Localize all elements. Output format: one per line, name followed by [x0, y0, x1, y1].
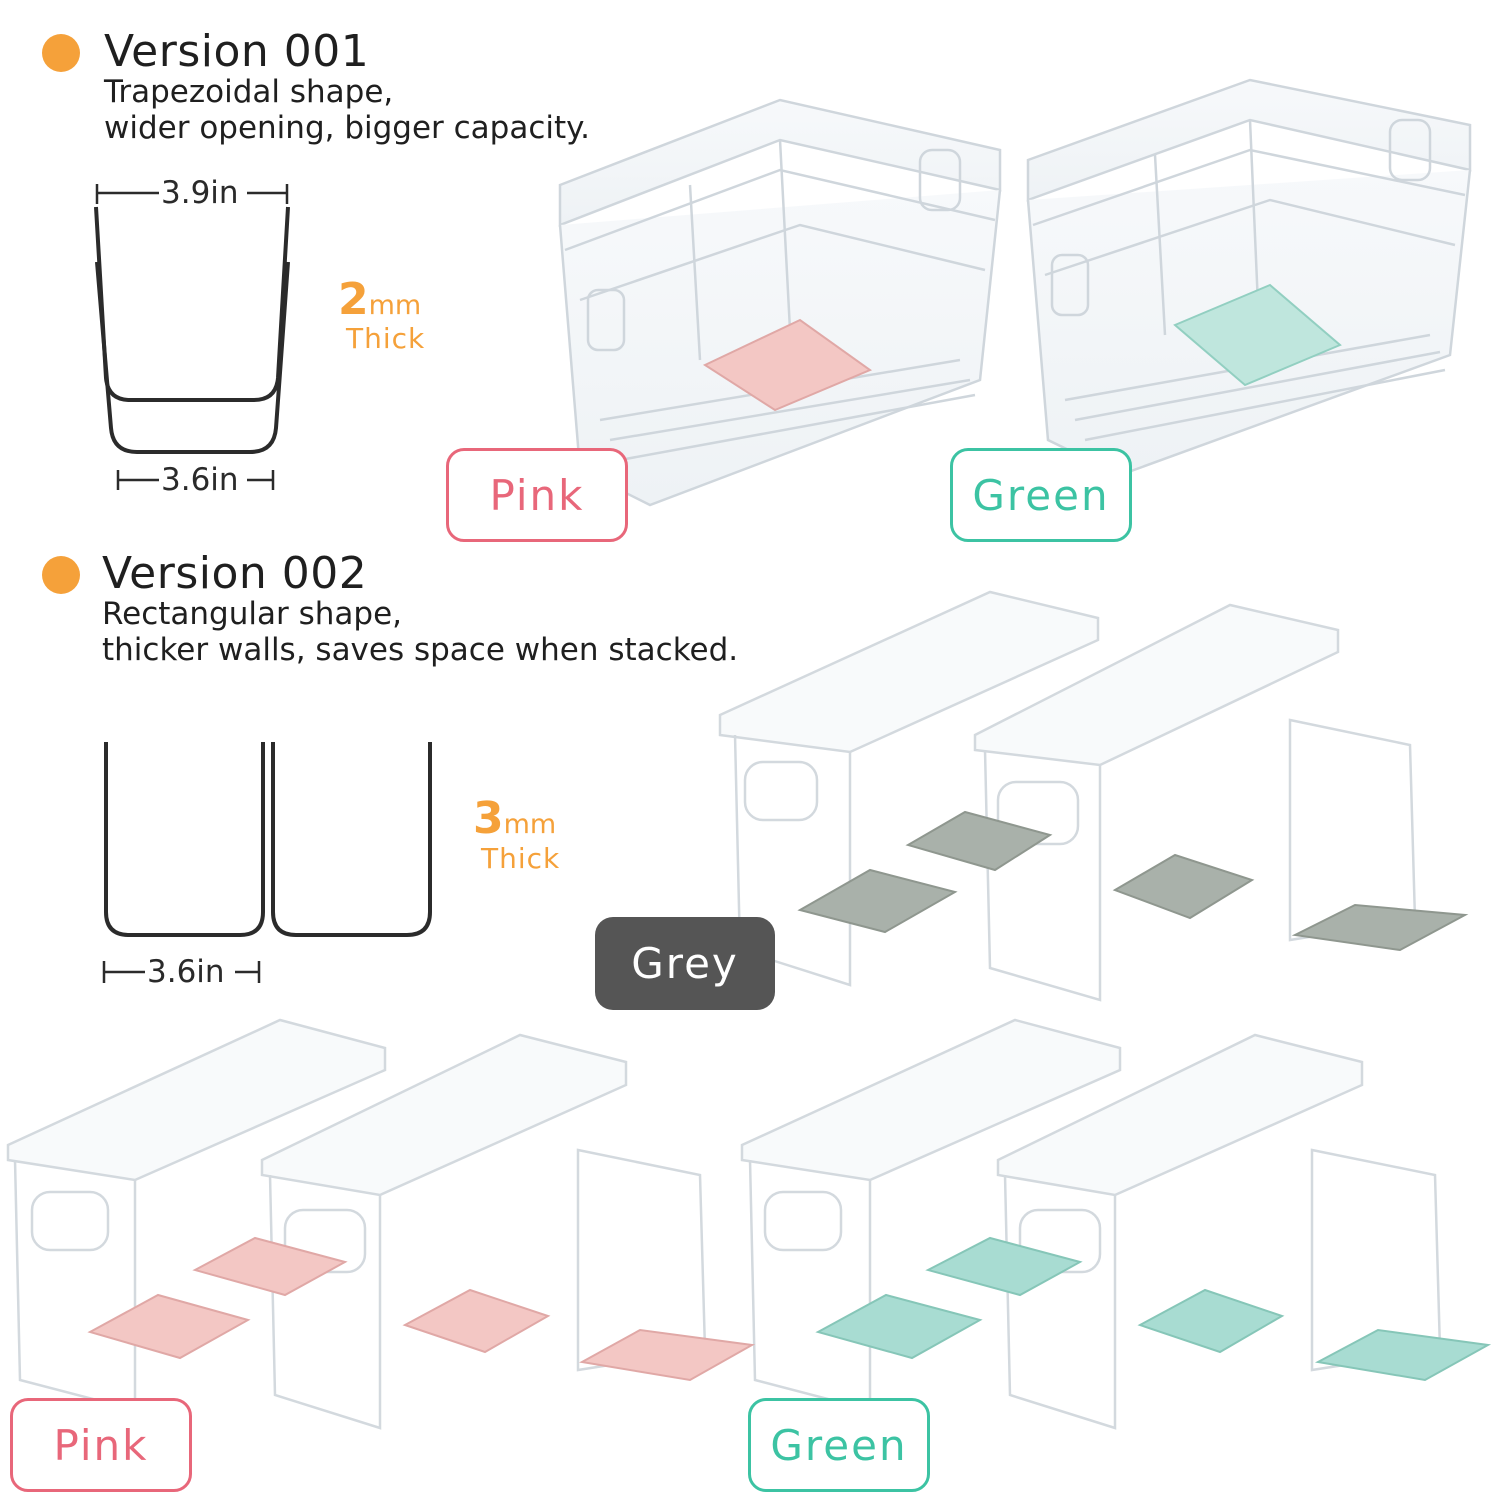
- v2-green-bin-set: [740, 1018, 1442, 1430]
- v2-green-pad-3: [1137, 1288, 1285, 1354]
- version-001-desc-line2: wider opening, bigger capacity.: [104, 110, 590, 146]
- version-001-bullet-icon: [42, 34, 80, 72]
- version-001-desc-line1: Trapezoidal shape,: [104, 74, 394, 110]
- thickness-v2-number: 3: [473, 793, 504, 844]
- v2-grey-pad-4: [1291, 903, 1469, 952]
- v1-pink-tag: Pink: [446, 448, 628, 542]
- bottom-width-label-v2: 3.6in: [145, 954, 227, 990]
- thickness-v1-word: Thick: [346, 322, 426, 355]
- bottom-width-label-v1: 3.6in: [159, 462, 241, 498]
- v2-green-pad-2: [925, 1236, 1083, 1297]
- thickness-v1-number: 2: [338, 274, 369, 325]
- v2-green-tag: Green: [748, 1398, 930, 1492]
- version-001-title: Version 001: [104, 26, 370, 77]
- v1-green-pad: [1173, 283, 1342, 387]
- thickness-v1: 2mm: [338, 278, 421, 322]
- version-002-desc-line1: Rectangular shape,: [102, 596, 402, 632]
- thickness-v2-unit: mm: [503, 809, 557, 840]
- v2-pink-pad-4: [578, 1328, 756, 1382]
- version-002-title: Version 002: [102, 548, 368, 599]
- v1-green-tag: Green: [950, 448, 1132, 542]
- v2-grey-pad-1: [797, 868, 958, 934]
- v1-pink-pad: [702, 318, 873, 412]
- v2-pink-pad-2: [192, 1236, 348, 1297]
- v2-grey-bin-set: [718, 590, 1417, 1002]
- v2-grey-tag: Grey: [595, 917, 775, 1010]
- version-002-bullet-icon: [42, 556, 80, 594]
- thickness-v2-word: Thick: [481, 842, 561, 875]
- thickness-v2: 3mm: [473, 797, 556, 841]
- v2-green-pad-1: [815, 1293, 983, 1360]
- v2-pink-bin-set: [6, 1018, 707, 1430]
- v2-pink-pad-1: [87, 1293, 251, 1360]
- top-width-label: 3.9in: [159, 175, 241, 211]
- v2-grey-pad-2: [905, 810, 1053, 872]
- thickness-v1-unit: mm: [368, 290, 422, 321]
- v2-pink-tag: Pink: [10, 1398, 192, 1492]
- v2-grey-pad-3: [1112, 853, 1255, 920]
- v2-green-pad-4: [1314, 1328, 1492, 1382]
- version-002-desc-line2: thicker walls, saves space when stacked.: [102, 632, 739, 668]
- v2-pink-pad-3: [402, 1288, 551, 1354]
